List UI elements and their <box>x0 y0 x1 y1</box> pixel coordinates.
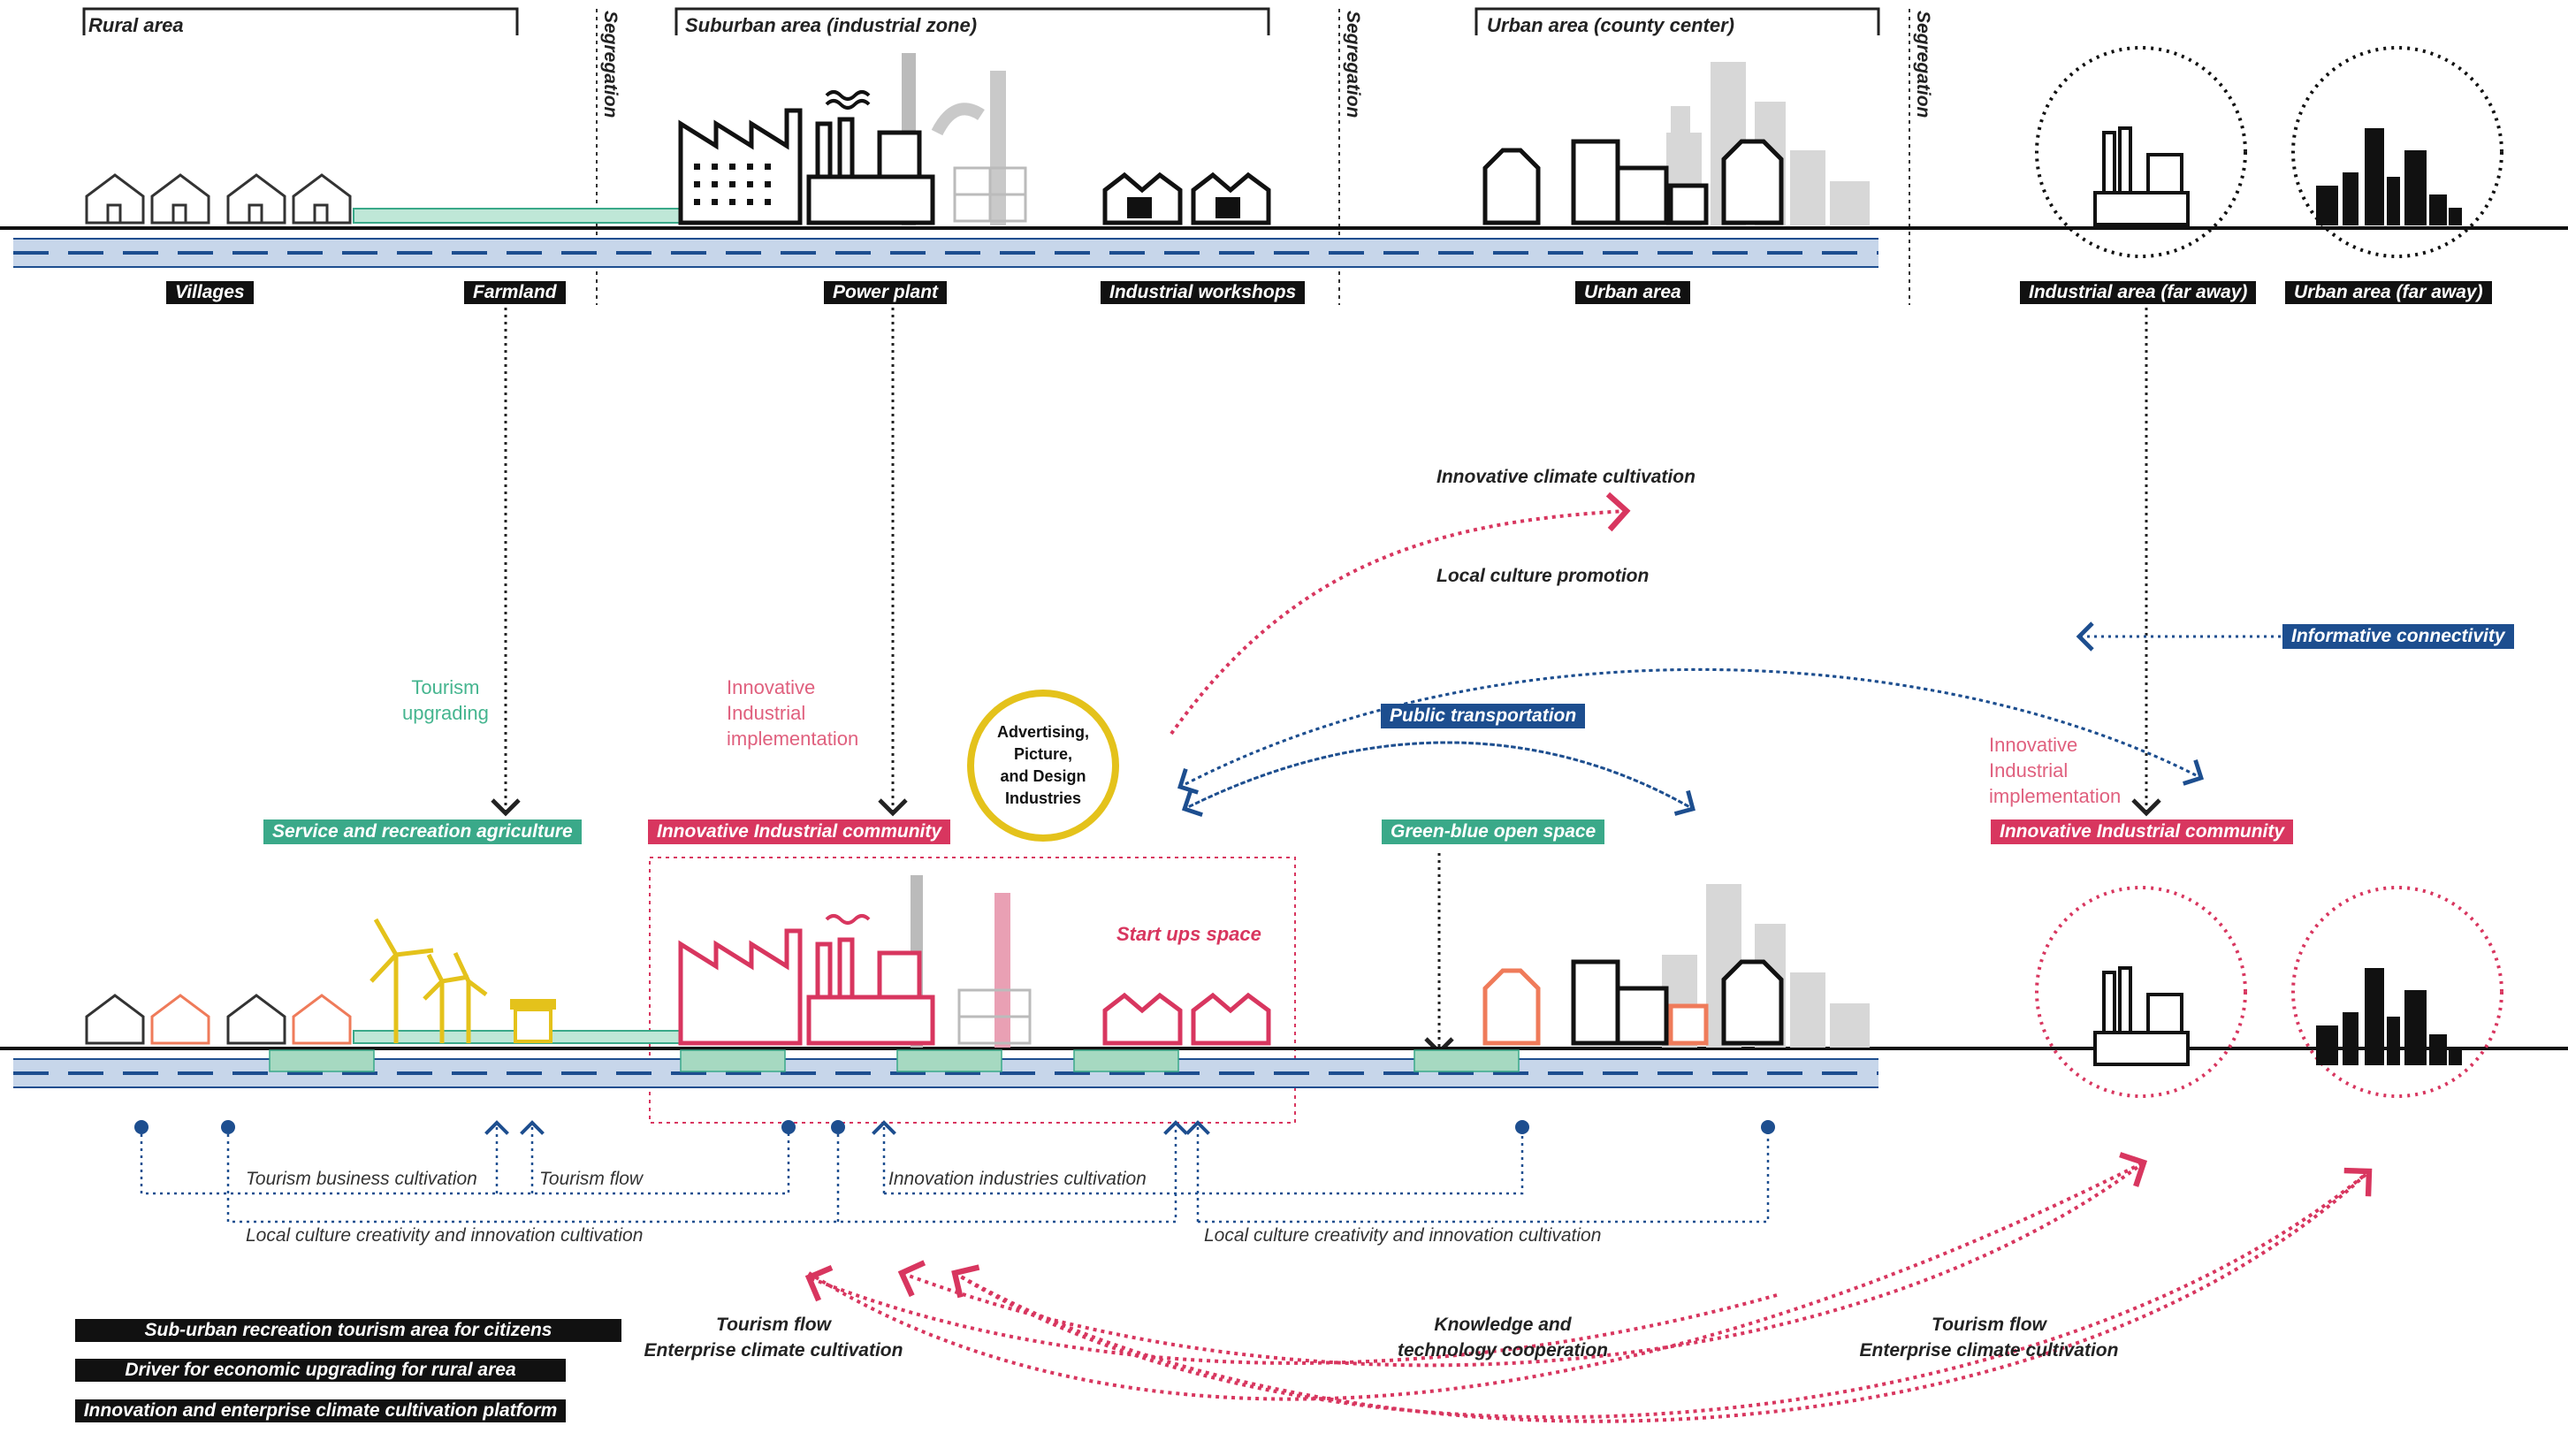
legend-item-1: Sub-urban recreation tourism area for ci… <box>75 1319 621 1342</box>
zone-rural-label: Rural area <box>88 14 184 36</box>
wind-turbines <box>370 918 488 1043</box>
urban-area-label: Urban area <box>1575 281 1690 304</box>
power-plant-label: Power plant <box>824 281 948 304</box>
innovative-community-tag-left: Innovative Industrial community <box>648 819 951 844</box>
market-stall <box>510 999 556 1043</box>
local-culture-creativity-right: Local culture creativity and innovation … <box>1204 1225 1602 1246</box>
local-culture-promotion-label: Local culture promotion <box>1436 566 1650 586</box>
pink-flow-arcs <box>804 492 2373 1423</box>
innovative-community-tag-right: Innovative Industrial community <box>1991 819 2294 844</box>
transform-arrows <box>491 308 2161 1056</box>
service-agriculture-tag: Service and recreation agriculture <box>263 819 582 844</box>
far-away-circles-top <box>2035 46 2503 258</box>
informative-connectivity-tag: Informative connectivity <box>2282 624 2514 649</box>
navy-flow-arcs <box>1177 621 2281 817</box>
startups-label: Start ups space <box>1116 923 1261 945</box>
far-away-circles-bottom <box>2035 886 2503 1098</box>
legend-item-2: Driver for economic upgrading for rural … <box>75 1359 566 1382</box>
factory-bottom <box>678 875 1032 1048</box>
village-houses-top <box>85 173 352 225</box>
segregation-label-1: Segregation <box>600 11 621 118</box>
top-ground-river <box>0 208 2568 268</box>
green-blue-tag: Green-blue open space <box>1382 819 1605 844</box>
tourism-business-label: Tourism business cultivation <box>246 1169 477 1189</box>
workshop-windows-top <box>1127 197 1240 218</box>
legend-item-3: Innovation and enterprise climate cultiv… <box>75 1399 566 1422</box>
innovative-climate-label: Innovative climate cultivation <box>1436 467 1695 487</box>
segregation-label-3: Segregation <box>1913 11 1933 118</box>
urban-skyline-top <box>1482 62 1870 225</box>
urban-far-label: Urban area (far away) <box>2285 281 2492 304</box>
industrial-far-label: Industrial area (far away) <box>2020 281 2257 304</box>
industrial-workshops-label: Industrial workshops <box>1101 281 1306 304</box>
zone-brackets <box>82 7 1880 35</box>
segregation-label-2: Segregation <box>1343 11 1363 118</box>
innovative-community-box <box>649 857 1296 1124</box>
tourism-flow-label: Tourism flow <box>539 1169 644 1189</box>
urban-skyline-bottom <box>1482 884 1870 1048</box>
innovation-industries-label: Innovation industries cultivation <box>888 1169 1147 1189</box>
public-transportation-tag: Public transportation <box>1381 704 1586 728</box>
farmland-label: Farmland <box>464 281 566 304</box>
connector-nodes <box>134 1120 1775 1134</box>
zone-suburban-label: Suburban area (industrial zone) <box>685 14 978 36</box>
village-houses-bottom <box>85 994 352 1045</box>
factory-top <box>678 53 1027 225</box>
villages-label: Villages <box>166 281 254 304</box>
zone-urban-label: Urban area (county center) <box>1487 14 1734 36</box>
bottom-ground-river <box>0 1030 2568 1088</box>
advertising-circle <box>967 690 1119 842</box>
workshops-bottom <box>1102 992 1271 1046</box>
bottom-connectors <box>140 1120 1770 1223</box>
local-culture-creativity-left: Local culture creativity and innovation … <box>246 1225 644 1246</box>
